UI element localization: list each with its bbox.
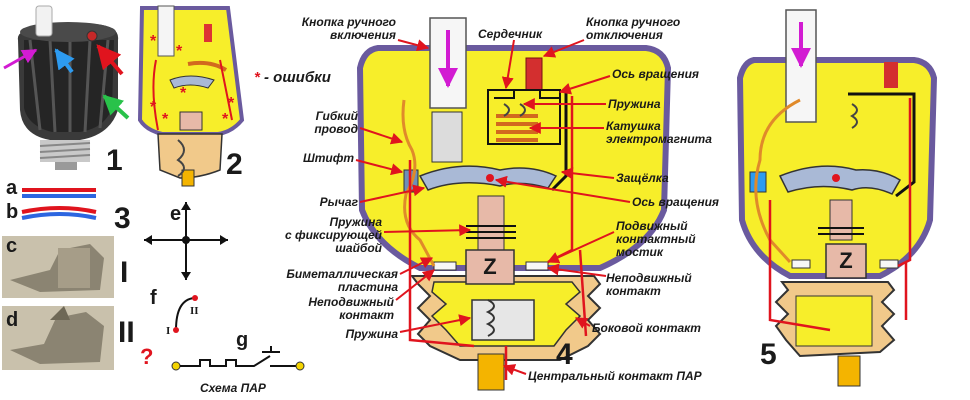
label-manual-on: Кнопка ручного включения bbox=[301, 15, 396, 42]
error-star: * bbox=[176, 43, 183, 60]
label-spring-top: Пружина bbox=[608, 97, 661, 111]
mechanism-photo-c bbox=[2, 236, 114, 298]
letter-b: b bbox=[6, 201, 19, 223]
wire-samples bbox=[21, 188, 97, 220]
error-star: * bbox=[150, 33, 157, 50]
label-spring-washer: Пружина с фиксирующей шайбой bbox=[284, 215, 382, 255]
second-diagram bbox=[736, 9, 938, 387]
legend-star: * bbox=[254, 69, 260, 86]
letter-g: g bbox=[236, 329, 249, 351]
letter-f: f bbox=[150, 287, 157, 309]
figure-number-2: 2 bbox=[226, 148, 243, 181]
label-lever: Рычаг bbox=[319, 195, 358, 209]
label-coil: Катушка электромагнита bbox=[606, 119, 712, 146]
error-star: * bbox=[180, 85, 187, 102]
small-schematic bbox=[137, 5, 245, 187]
figure-number-5: 5 bbox=[760, 338, 777, 371]
error-star: * bbox=[162, 111, 169, 128]
label-spring-bottom: Пружина bbox=[345, 327, 398, 341]
error-stars: ******* bbox=[150, 33, 235, 128]
letter-d: d bbox=[6, 309, 19, 331]
letter-a: a bbox=[6, 177, 18, 199]
label-axis-top: Ось вращения bbox=[612, 67, 699, 81]
label-movable-bridge: Подвижный контактный мостик bbox=[616, 219, 696, 259]
label-central-contact: Центральный контакт ПАР bbox=[528, 369, 702, 383]
error-star: * bbox=[150, 99, 157, 116]
label-side-contact: Боковой контакт bbox=[592, 321, 701, 335]
z-label-second: Z bbox=[839, 248, 853, 273]
figure-number-3: 3 bbox=[114, 202, 131, 235]
label-fixed-contact-right: Неподвижный контакт bbox=[606, 271, 692, 298]
arc-label-two: II bbox=[190, 305, 199, 317]
letter-e: e bbox=[170, 203, 182, 225]
figure-number-1: 1 bbox=[106, 144, 123, 177]
label-bimetal: Биметаллическая пластина bbox=[286, 267, 398, 294]
error-star: * bbox=[228, 95, 235, 112]
figure-number-4: 4 bbox=[556, 338, 573, 371]
label-core: Сердечник bbox=[478, 27, 543, 41]
roman-one: I bbox=[120, 256, 129, 289]
roman-two: II bbox=[118, 316, 135, 349]
label-latch: Защёлка bbox=[616, 171, 669, 185]
label-pin: Штифт bbox=[302, 151, 354, 165]
label-manual-off: Кнопка ручного отключения bbox=[586, 15, 681, 42]
position-arc bbox=[173, 295, 198, 333]
main-diagram bbox=[355, 17, 672, 391]
errors-legend: * - ошибки bbox=[254, 70, 331, 86]
legend-text: - ошибки bbox=[264, 69, 331, 86]
label-flex-wire: Гибкий провод bbox=[314, 109, 358, 136]
direction-cross bbox=[144, 202, 228, 280]
plug-fuse-photo bbox=[3, 5, 130, 170]
letter-c: c bbox=[6, 235, 18, 257]
par-scheme bbox=[171, 346, 305, 371]
label-axis-mid: Ось вращения bbox=[632, 195, 719, 209]
z-label-main: Z bbox=[483, 254, 497, 279]
mechanism-photo-d bbox=[2, 306, 114, 370]
error-star: * bbox=[222, 111, 229, 128]
arc-label-one: I bbox=[166, 325, 171, 337]
question-mark: ? bbox=[140, 344, 154, 369]
scheme-caption: Схема ПАР bbox=[200, 381, 266, 395]
label-fixed-contact-left: Неподвижный контакт bbox=[308, 295, 394, 322]
